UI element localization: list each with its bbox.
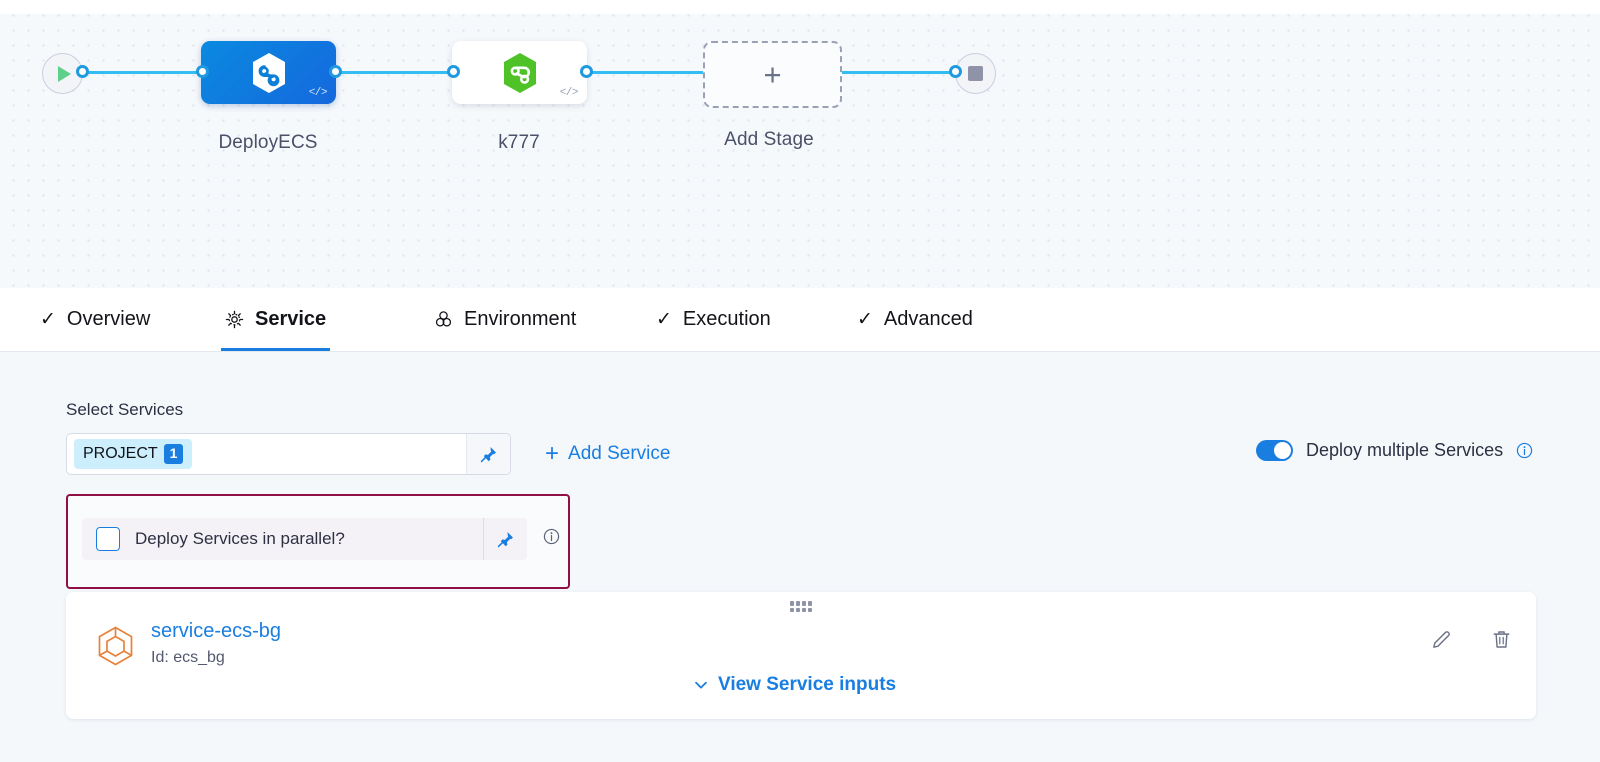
- edge-start-to-stage1: [82, 71, 207, 74]
- port-end-in[interactable]: [949, 65, 962, 78]
- tab-advanced[interactable]: ✓ Advanced: [853, 288, 977, 351]
- trash-icon[interactable]: [1490, 628, 1513, 651]
- deploy-multiple-services-label: Deploy multiple Services: [1306, 440, 1503, 461]
- pencil-icon[interactable]: [1430, 628, 1453, 651]
- stage-config-tabbar: ✓ Overview Service Environment ✓ Executi…: [0, 288, 1600, 352]
- deploy-parallel-highlight-box: Deploy Services in parallel?: [66, 494, 570, 589]
- check-icon: ✓: [40, 310, 56, 329]
- deploy-parallel-label: Deploy Services in parallel?: [135, 529, 345, 549]
- services-multiselect-input[interactable]: PROJECT 1: [66, 433, 511, 475]
- stop-square-icon: [968, 66, 983, 81]
- stage-node-k777[interactable]: </>: [452, 41, 587, 104]
- service-id-text: Id: ecs_bg: [151, 649, 225, 667]
- tab-label: Execution: [683, 308, 771, 331]
- plus-icon: +: [763, 59, 781, 90]
- edge-add-to-end: [834, 71, 959, 74]
- service-name-link[interactable]: service-ecs-bg: [151, 620, 281, 643]
- services-field-pin-button[interactable]: [466, 434, 510, 474]
- tab-execution[interactable]: ✓ Execution: [652, 288, 775, 351]
- plus-icon: +: [545, 442, 559, 466]
- canvas-top-spacer: [0, 0, 1600, 14]
- stage-node-deployecs[interactable]: </>: [201, 41, 336, 104]
- add-service-label: Add Service: [568, 443, 670, 465]
- edge-stage1-to-stage2: [333, 71, 458, 74]
- service-chip-project[interactable]: PROJECT 1: [74, 439, 192, 469]
- tab-label: Overview: [67, 308, 150, 331]
- deploy-multiple-services-toggle[interactable]: [1256, 440, 1293, 461]
- tab-overview[interactable]: ✓ Overview: [36, 288, 154, 351]
- play-icon: [58, 66, 71, 82]
- environment-icon: [434, 310, 453, 329]
- service-card[interactable]: service-ecs-bg Id: ecs_bg View Service i…: [66, 592, 1536, 719]
- tab-service[interactable]: Service: [221, 288, 330, 351]
- chip-count-badge: 1: [164, 444, 184, 464]
- tab-environment[interactable]: Environment: [430, 288, 580, 351]
- view-service-inputs-label: View Service inputs: [718, 674, 896, 696]
- deploy-parallel-pin-button[interactable]: [483, 518, 527, 560]
- code-icon[interactable]: </>: [309, 87, 327, 99]
- selected-services-tags[interactable]: PROJECT 1: [67, 439, 466, 469]
- edge-stage2-to-add: [583, 71, 708, 74]
- port-stage1-out[interactable]: [329, 65, 342, 78]
- info-icon[interactable]: [543, 528, 560, 545]
- port-stage2-in[interactable]: [447, 65, 460, 78]
- tab-label: Advanced: [884, 308, 973, 331]
- harness-hexagon-icon: [500, 51, 540, 95]
- harness-hexagon-icon: [249, 51, 289, 95]
- deploy-parallel-checkbox-group[interactable]: Deploy Services in parallel?: [82, 527, 483, 551]
- deploy-parallel-row[interactable]: Deploy Services in parallel?: [82, 518, 527, 560]
- stage-label-k777: k777: [419, 132, 619, 154]
- gear-icon: [225, 310, 244, 329]
- chip-label: PROJECT: [83, 445, 158, 463]
- port-stage1-in[interactable]: [196, 65, 209, 78]
- add-stage-node[interactable]: +: [703, 41, 842, 108]
- deploy-parallel-checkbox[interactable]: [96, 527, 120, 551]
- add-stage-label: Add Stage: [669, 129, 869, 151]
- check-icon: ✓: [857, 310, 873, 329]
- stage-label-deployecs: DeployECS: [168, 132, 368, 154]
- deploy-multiple-services-row[interactable]: Deploy multiple Services: [1256, 440, 1533, 461]
- add-service-button[interactable]: + Add Service: [545, 442, 670, 466]
- code-icon[interactable]: </>: [560, 87, 578, 99]
- toggle-knob: [1274, 442, 1291, 459]
- tab-label: Service: [255, 308, 326, 331]
- tab-label: Environment: [464, 308, 576, 331]
- select-services-label: Select Services: [66, 400, 183, 420]
- port-start-out[interactable]: [76, 65, 89, 78]
- check-icon: ✓: [656, 310, 672, 329]
- info-icon[interactable]: [1516, 442, 1533, 459]
- service-cube-icon: [97, 626, 134, 667]
- view-service-inputs-button[interactable]: View Service inputs: [693, 674, 896, 696]
- pin-icon: [496, 530, 515, 549]
- pin-icon: [479, 445, 498, 464]
- pipeline-canvas[interactable]: </> DeployECS </> k777 + Add Stage: [0, 0, 1600, 289]
- service-tab-panel: Select Services PROJECT 1 + Add Service: [0, 352, 1600, 762]
- chevron-down-icon: [693, 677, 709, 693]
- port-stage2-out[interactable]: [580, 65, 593, 78]
- drag-dots-icon[interactable]: [790, 601, 812, 612]
